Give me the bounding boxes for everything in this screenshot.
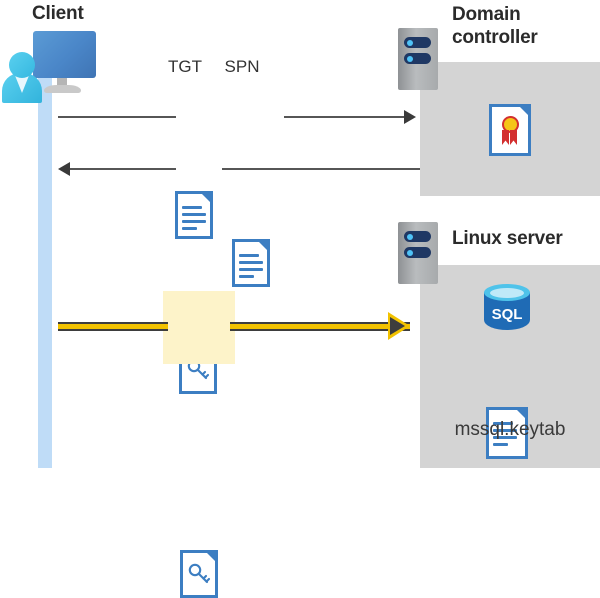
domain-controller-label: Domain controller: [452, 4, 538, 48]
response-arrow-segment-left: [70, 168, 176, 170]
client-label: Client: [32, 3, 84, 24]
person-collar-icon: [14, 73, 30, 93]
keytab-filename-label: mssql.keytab: [454, 419, 566, 440]
request-arrowhead: [404, 110, 416, 124]
service-arrow-segment-right: [230, 322, 410, 331]
keytab-document-icon: [486, 407, 528, 459]
tgt-label: TGT: [168, 57, 202, 76]
spn-label: SPN: [224, 57, 260, 76]
monitor-neck-icon: [57, 78, 67, 87]
linux-server-server-icon: [398, 222, 438, 284]
request-arrow-segment-right: [284, 116, 406, 118]
service-ticket-key-document-icon: [180, 550, 218, 598]
certificate-document-icon: [489, 104, 531, 156]
domain-controller-server-icon: [398, 28, 438, 90]
request-arrow-segment-left: [58, 116, 176, 118]
response-arrow-segment-right: [222, 168, 420, 170]
sql-database-icon: SQL: [484, 284, 530, 338]
spn-document-icon: [232, 239, 270, 287]
client-lifeline: [38, 64, 52, 468]
service-ticket-highlight: [163, 291, 235, 364]
user-monitor-icon: [0, 0, 110, 110]
monitor-screen-icon: [33, 31, 96, 78]
sql-database-label: SQL: [491, 306, 523, 323]
tgt-document-icon: [175, 191, 213, 239]
monitor-base-icon: [44, 85, 81, 93]
service-arrow-segment-left: [58, 322, 168, 331]
key-icon: [188, 563, 211, 584]
linux-server-label: Linux server: [452, 228, 563, 249]
response-arrowhead: [58, 162, 70, 176]
service-arrowhead-inner: [390, 317, 405, 335]
person-head-icon: [9, 52, 35, 78]
